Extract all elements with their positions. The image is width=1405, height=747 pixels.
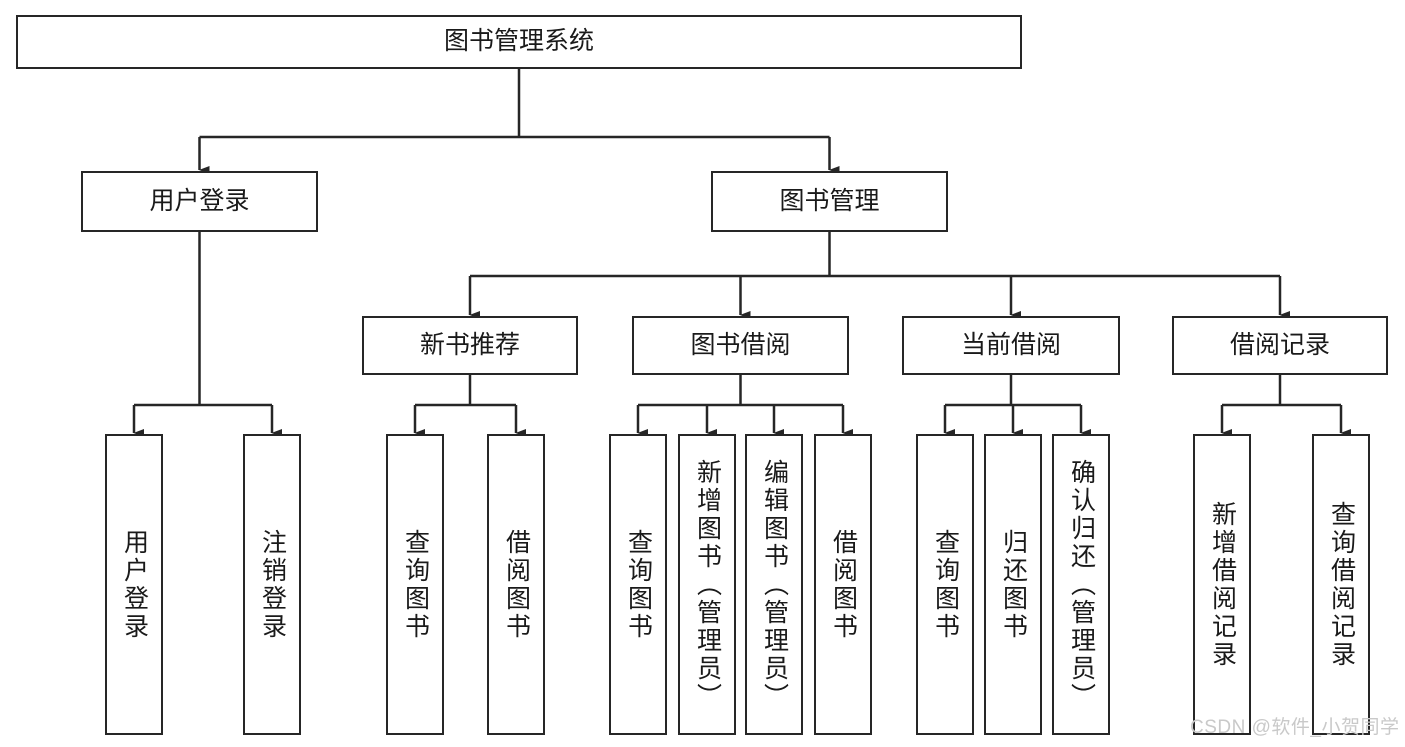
node-label: 查询图书 (931, 528, 960, 641)
node-borrow-record[interactable]: 借阅记录 (1172, 316, 1388, 375)
node-leaf-borrow-book-2[interactable]: 借阅图书 (814, 434, 872, 735)
node-label: 图书管理系统 (443, 27, 594, 56)
node-label: 归还图书 (999, 528, 1028, 641)
node-label: 用户登录 (149, 186, 250, 215)
node-leaf-query-book-3[interactable]: 查询图书 (916, 434, 974, 735)
node-leaf-user-login[interactable]: 用户登录 (105, 434, 163, 735)
node-label: 新增借阅记录 (1208, 500, 1237, 669)
node-label: 新增图书（管理员） (693, 458, 722, 711)
node-leaf-return-book[interactable]: 归还图书 (984, 434, 1042, 735)
node-leaf-edit-book[interactable]: 编辑图书（管理员） (745, 434, 803, 735)
node-label: 确认归还（管理员） (1067, 458, 1096, 711)
node-label: 借阅记录 (1229, 330, 1330, 359)
connector-lines (132, 69, 1352, 438)
node-label: 查询图书 (401, 528, 430, 641)
node-leaf-query-book-1[interactable]: 查询图书 (386, 434, 444, 735)
node-book-manage[interactable]: 图书管理 (711, 171, 948, 232)
node-label: 借阅图书 (829, 528, 858, 641)
node-root[interactable]: 图书管理系统 (16, 15, 1022, 69)
node-label: 编辑图书（管理员） (760, 458, 789, 711)
node-label: 查询借阅记录 (1327, 500, 1356, 669)
node-label: 图书借阅 (690, 330, 791, 359)
node-leaf-query-book-2[interactable]: 查询图书 (609, 434, 667, 735)
node-leaf-logout[interactable]: 注销登录 (243, 434, 301, 735)
node-book-borrow[interactable]: 图书借阅 (632, 316, 849, 375)
node-new-book-recommend[interactable]: 新书推荐 (362, 316, 578, 375)
node-label: 查询图书 (624, 528, 653, 641)
node-current-borrow[interactable]: 当前借阅 (902, 316, 1120, 375)
node-leaf-add-record[interactable]: 新增借阅记录 (1193, 434, 1251, 735)
node-label: 用户登录 (120, 528, 149, 641)
node-label: 借阅图书 (502, 528, 531, 641)
node-leaf-borrow-book-1[interactable]: 借阅图书 (487, 434, 545, 735)
node-user-login[interactable]: 用户登录 (81, 171, 318, 232)
node-label: 新书推荐 (419, 330, 520, 359)
node-label: 注销登录 (258, 528, 287, 641)
node-leaf-confirm-return[interactable]: 确认归还（管理员） (1052, 434, 1110, 735)
node-leaf-query-record[interactable]: 查询借阅记录 (1312, 434, 1370, 735)
node-leaf-add-book[interactable]: 新增图书（管理员） (678, 434, 736, 735)
node-label: 图书管理 (779, 186, 880, 215)
node-label: 当前借阅 (960, 330, 1061, 359)
